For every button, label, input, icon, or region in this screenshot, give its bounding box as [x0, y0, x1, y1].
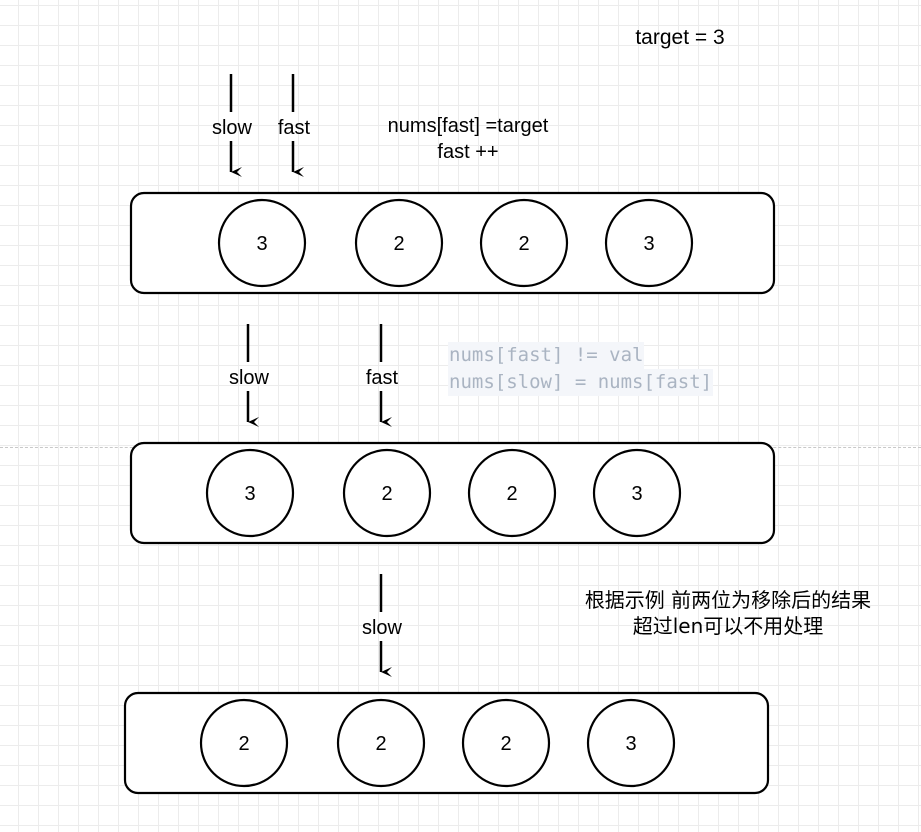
target-label: target = 3 — [635, 26, 724, 49]
array-element — [354, 198, 444, 288]
slow-pointer-label: slow — [229, 367, 270, 389]
array-element-value: 2 — [518, 233, 529, 255]
array-element — [479, 198, 569, 288]
array-element-value: 3 — [643, 233, 654, 255]
array-element — [592, 448, 682, 538]
array-element — [586, 698, 676, 788]
step1-note-line1: nums[fast] =target — [388, 115, 549, 137]
array-element — [199, 698, 289, 788]
array-element — [205, 448, 295, 538]
array-element — [336, 698, 426, 788]
array-element-value: 3 — [244, 483, 255, 505]
slow-pointer-label: slow — [212, 117, 253, 139]
array-element — [342, 448, 432, 538]
array-element-value: 2 — [393, 233, 404, 255]
code-snippet: nums[fast] != val nums[slow] = nums[fast… — [448, 342, 714, 396]
array-element-value: 3 — [631, 483, 642, 505]
result-note-line2: 超过len可以不用处理 — [632, 614, 824, 638]
code-line: nums[fast] != val — [448, 342, 645, 369]
array-element-value: 2 — [238, 733, 249, 755]
array-element — [467, 448, 557, 538]
code-line: nums[slow] = nums[fast] — [448, 369, 714, 396]
fast-pointer-label: fast — [366, 367, 399, 389]
array-element-value: 3 — [625, 733, 636, 755]
array-element-value: 2 — [381, 483, 392, 505]
step1-note-line2: fast ++ — [437, 141, 498, 163]
array-element-value: 2 — [375, 733, 386, 755]
result-note-line1: 根据示例 前两位为移除后的结果 — [584, 588, 872, 612]
array-element-value: 2 — [500, 733, 511, 755]
array-element-value: 2 — [506, 483, 517, 505]
array-element-value: 3 — [256, 233, 267, 255]
array-element — [604, 198, 694, 288]
array-element — [461, 698, 551, 788]
array-element — [217, 198, 307, 288]
fast-pointer-label: fast — [278, 117, 311, 139]
slow-pointer-label: slow — [362, 617, 403, 639]
result-note: 根据示例 前两位为移除后的结果 超过len可以不用处理 — [548, 587, 908, 639]
